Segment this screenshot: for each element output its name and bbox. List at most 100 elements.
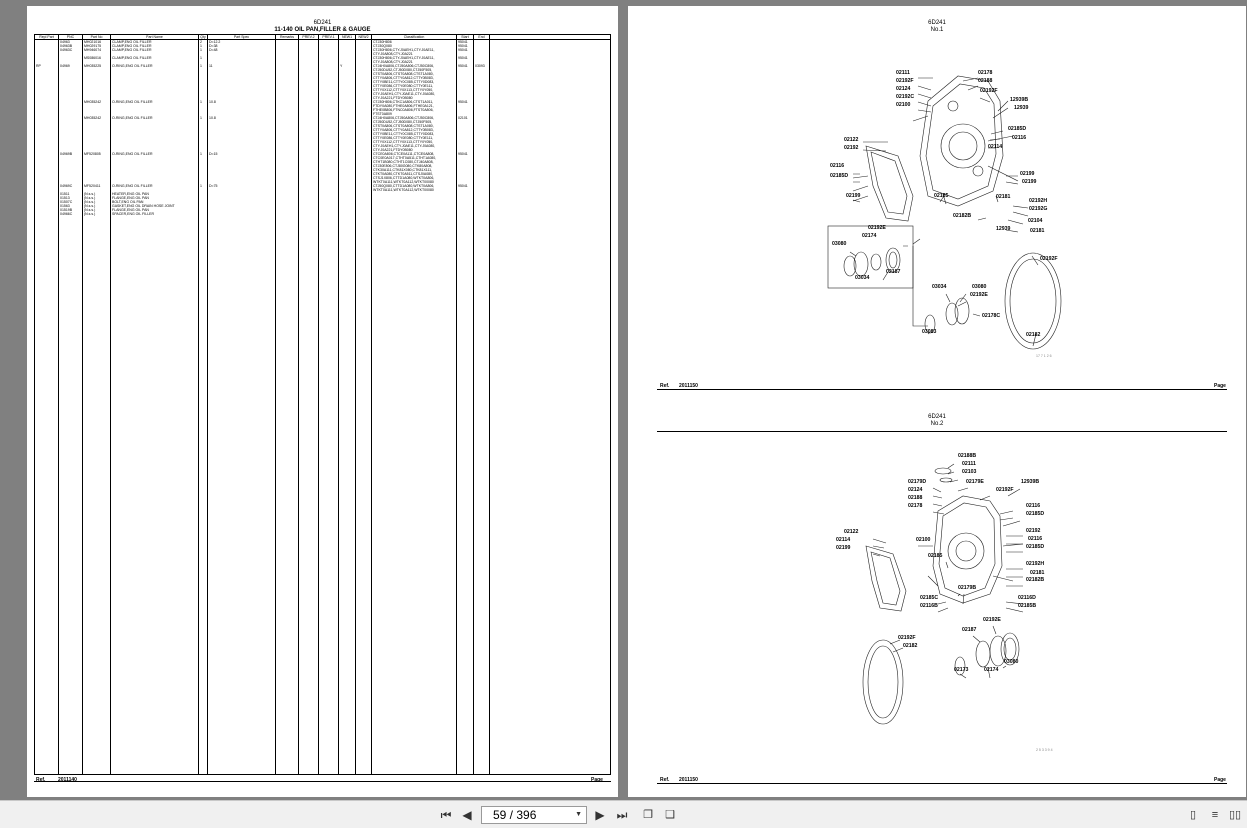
diagram-serial-no2: 2 5 3 3 9 4 (1036, 748, 1053, 752)
table-cell: 10.8 (207, 116, 276, 152)
part-callout: 02178 (908, 503, 923, 509)
fit-width-icon[interactable]: ❑ (665, 809, 675, 821)
footer-page: Page (591, 777, 603, 783)
continuous-view-icon[interactable]: ≡ (1211, 809, 1219, 821)
part-callout: 02192 (844, 145, 859, 151)
table-cell (473, 56, 490, 64)
part-callout: 02182B (1026, 577, 1045, 583)
table-cell (371, 216, 457, 775)
table-row: 01511 01513 01507C 01563 01519B 04966C(N… (34, 192, 611, 216)
table-cell: 95041 (456, 56, 474, 64)
table-cell: O-RING,ENG OIL FILLER (110, 100, 199, 116)
fit-page-icon[interactable]: ❐ (643, 809, 653, 821)
table-cell: 04969B (58, 152, 83, 184)
part-callout: 02181 (1030, 570, 1045, 576)
table-cell (355, 152, 372, 184)
table-cell (34, 39, 59, 56)
part-callout: 02199 (1020, 171, 1035, 177)
table-cell (275, 184, 299, 192)
table-cell (371, 192, 457, 216)
table-cell (338, 56, 356, 64)
part-callout: 02185 (928, 553, 943, 559)
next-page-icon[interactable]: ▶ (595, 808, 605, 822)
table-cell (489, 184, 611, 192)
table-cell (456, 216, 474, 775)
table-cell (110, 216, 199, 775)
table-cell (318, 216, 339, 775)
part-callout: 02178 (978, 70, 993, 76)
table-cell: MH021016 MH029175 MH946074 (82, 39, 111, 56)
prev-page-icon[interactable]: ◀ (462, 808, 472, 822)
part-callout: 02192F (996, 487, 1014, 493)
part-callout: 02100 (896, 102, 911, 108)
table-cell: CLAMP,ENG OIL FILLER CLAMP,ENG OIL FILLE… (110, 39, 199, 56)
table-cell (275, 152, 299, 184)
two-page-view-icon[interactable]: ▯▯ (1228, 809, 1242, 821)
footer-ref: Ref. (36, 777, 46, 783)
table-cell (34, 216, 59, 775)
table-cell (318, 56, 339, 64)
part-callout: 02185D (1008, 126, 1027, 132)
table-cell: 95041 95041 95041 (456, 39, 474, 56)
part-callout: 02114 (836, 537, 851, 543)
left-page: 6D241 11-140 OIL PAN,FILLER & GAUGE Repl… (27, 6, 618, 797)
first-page-icon[interactable]: ⏮ (440, 808, 452, 822)
table-cell (338, 184, 356, 192)
table-cell (355, 56, 372, 64)
part-callout: 02192H (1029, 198, 1048, 204)
table-cell: 2 1 1 (198, 39, 208, 56)
footer-line-top (657, 389, 1227, 390)
part-callout: 12939B (1021, 479, 1040, 485)
table-cell: 02101 (456, 116, 474, 152)
table-cell (207, 216, 276, 775)
table-cell: 95041 (456, 184, 474, 192)
last-page-icon[interactable]: ⏭ (616, 808, 628, 822)
diagram-drawing-no1 (827, 75, 1062, 350)
table-cell (473, 152, 490, 184)
part-callout: 02179E (966, 479, 984, 485)
table-cell (473, 192, 490, 216)
table-cell (198, 192, 208, 216)
table-cell (338, 152, 356, 184)
table-cell (34, 56, 59, 64)
part-callout: 02192 (1026, 528, 1041, 534)
footer-ref-number-bottom: 2011150 (679, 777, 698, 783)
table-cell: CTJ4H0A806,CTJ50A806,CTJ50C806, CTJ50DU5… (371, 64, 457, 100)
part-callout: 02185D (830, 173, 849, 179)
page-number-input[interactable]: 59 / 396 ▼ (481, 806, 587, 824)
part-callout: 02185D (1026, 544, 1045, 550)
table-cell (338, 100, 356, 116)
table-cell (355, 216, 372, 775)
table-cell: MH035242 (82, 100, 111, 116)
part-callout: 02181 (996, 194, 1011, 200)
table-cell: CTJ30H806,CTY.J0AEH1,CTY.J0AE11, CTY.J0A… (371, 56, 457, 64)
part-callout: 02111 (896, 70, 910, 76)
table-cell: CTJ30H806 CTJ30Q080 CTJ30H806,CTY.J0AEH1… (371, 39, 457, 56)
table-cell: O-RING,ENG OIL FILLER (110, 64, 199, 100)
table-cell: 04969C (58, 184, 83, 192)
single-page-view-icon[interactable]: ▯ (1189, 809, 1197, 821)
catalog-code: 6D241 (313, 20, 332, 26)
table-cell (355, 184, 372, 192)
table-cell: CTCE0A806,CTCE0A111,CTCE0A808, CTC0E0A01… (371, 152, 457, 184)
table-cell (58, 100, 83, 116)
part-callout: 02192E (868, 225, 886, 231)
footer-ref-top: Ref. (660, 383, 670, 389)
part-callout: 02188B (958, 453, 977, 459)
table-cell (298, 56, 319, 64)
footer-page-bottom: Page (1214, 777, 1226, 783)
table-cell (298, 100, 319, 116)
table-cell: MH035225 (82, 64, 111, 100)
table-cell (355, 116, 372, 152)
part-callout: 02114 (988, 144, 1003, 150)
table-cell (275, 192, 299, 216)
table-cell (456, 192, 474, 216)
part-callout: 02111 (962, 461, 976, 467)
table-cell: (N.s.s.) (N.s.s.) (N.s.s.) (N.s.s.) (N.s… (82, 192, 111, 216)
table-cell: 04963 04963B 04963C (58, 39, 83, 56)
table-cell (318, 152, 339, 184)
table-cell: 10.8 (207, 100, 276, 116)
chevron-down-icon[interactable]: ▼ (575, 811, 582, 818)
